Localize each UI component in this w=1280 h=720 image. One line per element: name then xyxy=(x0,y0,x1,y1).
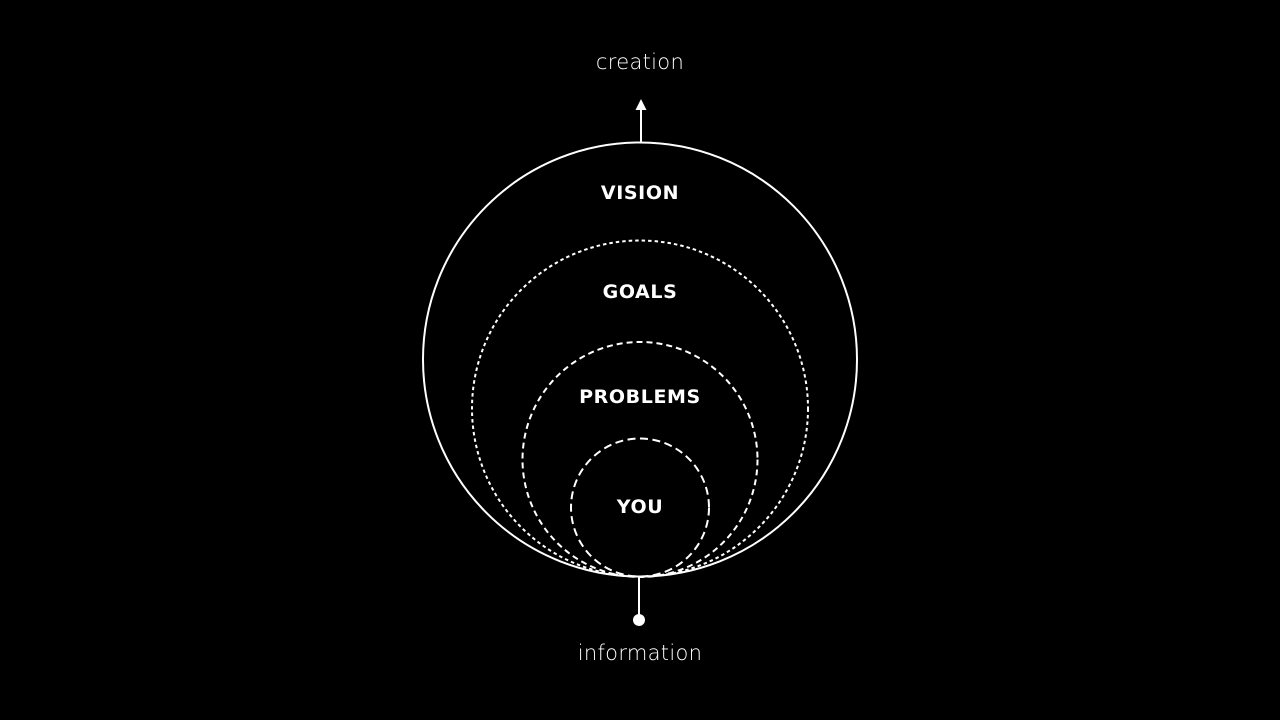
goals-circle xyxy=(471,239,809,578)
dot-connector-icon xyxy=(633,577,645,626)
problems-circle xyxy=(521,341,759,578)
information-label: information xyxy=(577,641,703,665)
you-label: YOU xyxy=(616,496,664,518)
creation-label: creation xyxy=(595,50,685,74)
you-circle xyxy=(570,437,710,578)
arrow-up-icon xyxy=(635,99,647,142)
vision-label: VISION xyxy=(600,182,680,204)
goals-label: GOALS xyxy=(602,281,678,303)
problems-label: PROBLEMS xyxy=(579,386,701,408)
